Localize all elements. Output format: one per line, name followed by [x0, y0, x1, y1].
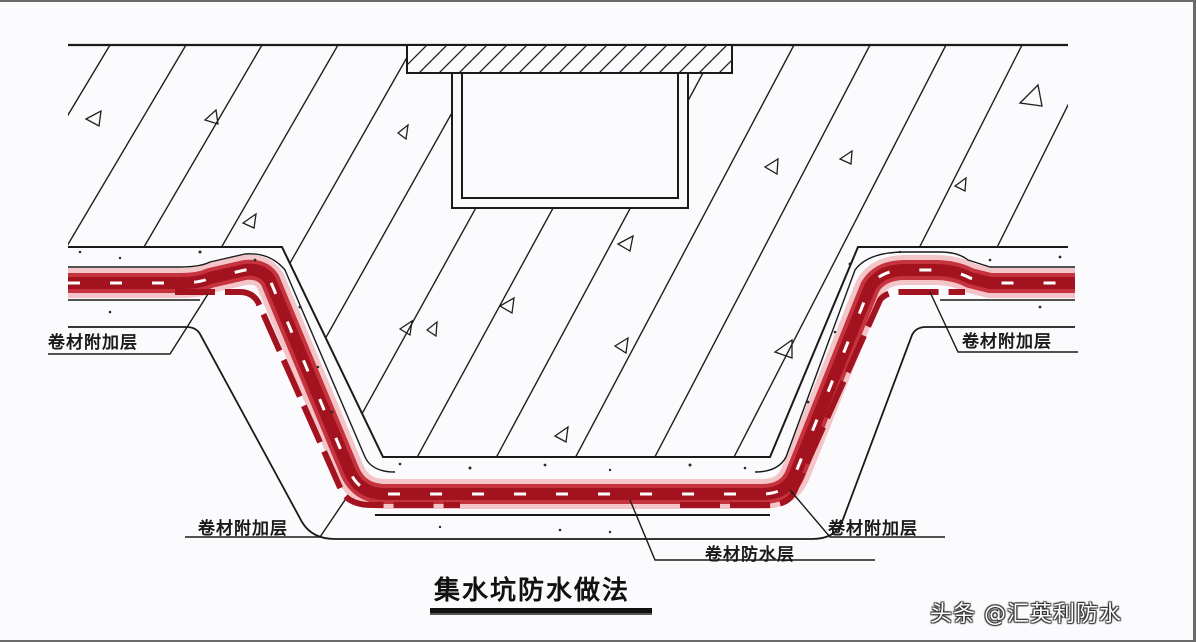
leader-lines [48, 291, 1078, 561]
drawing-title: 集水坑防水做法 [434, 576, 631, 606]
label-additional-layer-left-lower: 卷材附加层 [198, 519, 288, 539]
label-membrane-waterproof-layer: 卷材防水层 [705, 545, 795, 565]
membrane-layers [68, 251, 1075, 516]
aggregate-specks [78, 250, 1062, 534]
label-additional-layer-right-lower: 卷材附加层 [828, 519, 918, 539]
label-additional-layer-left-upper: 卷材附加层 [48, 333, 138, 353]
label-additional-layer-right-upper: 卷材附加层 [962, 332, 1052, 352]
watermark-text: 头条 @汇英利防水 [930, 602, 1122, 627]
title-underline [430, 608, 652, 615]
sump-box [451, 72, 689, 209]
concrete-cushion [68, 326, 1075, 540]
pit-inner-outline [68, 246, 1068, 458]
hatched-cover-plate [406, 44, 733, 74]
